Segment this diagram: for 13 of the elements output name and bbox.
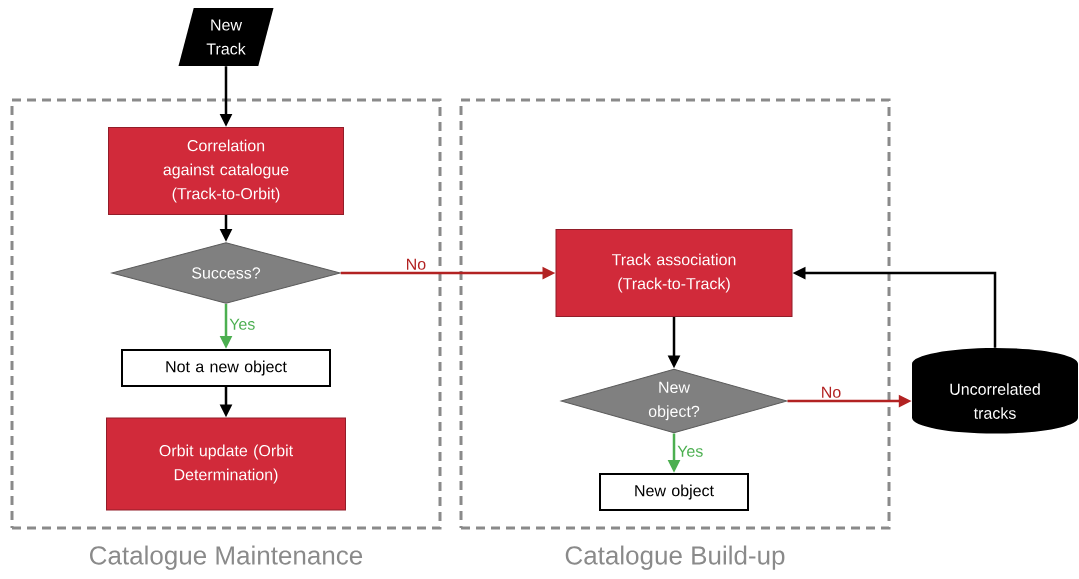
result-box: Not a new object <box>121 349 331 387</box>
edge-label: Yes <box>676 444 705 458</box>
edge-label: No <box>404 257 428 271</box>
node-label: Catalogue Build-up <box>565 545 785 570</box>
node-label: Catalogue Maintenance <box>90 545 363 570</box>
input-parallelogram: New Track <box>178 8 274 66</box>
edge-label: No <box>819 385 843 399</box>
process-box: Orbit update (Orbit Determination) <box>106 417 346 511</box>
process-box: Track association (Track-to-Track) <box>555 229 793 317</box>
storage-cylinder: Uncorrelated tracks <box>912 347 1078 434</box>
process-box: Correlation against catalogue (Track-to-Orbit) <box>108 127 344 215</box>
edge-label: Yes <box>228 317 257 331</box>
result-box: New object <box>599 473 749 511</box>
